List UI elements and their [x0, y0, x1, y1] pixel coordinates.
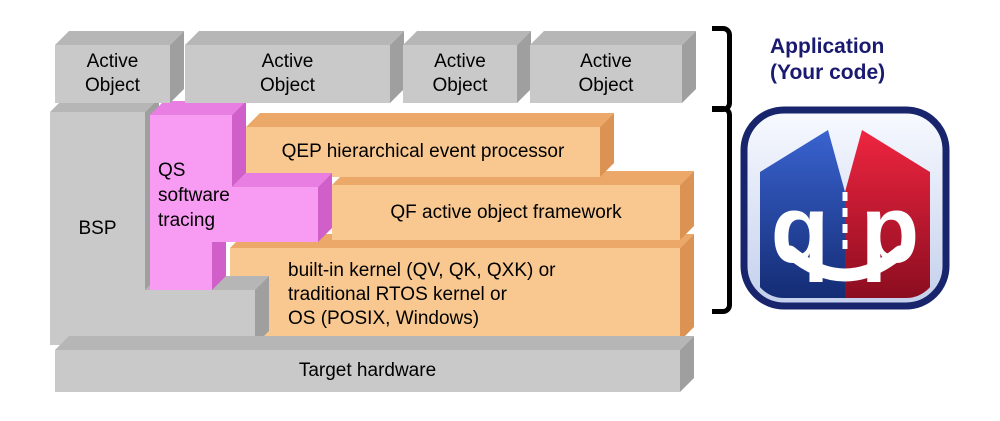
- target-hardware-label: Target hardware: [55, 350, 680, 392]
- application-label: Application (Your code): [770, 35, 886, 84]
- logo-book-left: [760, 130, 845, 298]
- logo-letter-q: q: [771, 176, 830, 283]
- active-object-label-4: Active Object: [530, 45, 682, 103]
- qs-step-bottom: [150, 242, 212, 290]
- logo-book-right: [845, 130, 930, 298]
- active-object-box-3: Active Object: [403, 45, 517, 103]
- active-object-label-1: Active Object: [55, 45, 170, 103]
- kernel-box: built-in kernel (QV, QK, QXK) or traditi…: [230, 248, 680, 341]
- active-object-box-4: Active Object: [530, 45, 682, 103]
- bsp-box: BSP: [50, 112, 145, 345]
- framework-bracket: [712, 106, 732, 314]
- logo-smile: [783, 245, 907, 282]
- qp-logo-svg: q p: [740, 106, 950, 310]
- active-object-box-2: Active Object: [185, 45, 390, 103]
- qs-step-top: [150, 115, 232, 187]
- active-object-box-1: Active Object: [55, 45, 170, 103]
- qs-step-bottom-face: [150, 242, 212, 290]
- application-bracket: [712, 26, 732, 112]
- qf-box: QF active object framework: [332, 185, 680, 240]
- qep-label: QEP hierarchical event processor: [246, 127, 600, 177]
- qs-step-top-face: [150, 115, 232, 187]
- qp-logo: q p: [740, 106, 950, 310]
- active-object-label-2: Active Object: [185, 45, 390, 103]
- qs-step-middle-face: [150, 187, 318, 242]
- kernel-label: built-in kernel (QV, QK, QXK) or traditi…: [230, 248, 680, 341]
- target-hardware-box: Target hardware: [55, 350, 680, 392]
- qs-label: QS software tracing: [158, 160, 230, 231]
- qs-step-middle: [150, 173, 332, 242]
- bsp-label: BSP: [50, 112, 145, 345]
- qf-label: QF active object framework: [332, 185, 680, 240]
- active-object-label-3: Active Object: [403, 45, 517, 103]
- qep-box: QEP hierarchical event processor: [246, 127, 600, 177]
- logo-letter-p: p: [861, 176, 920, 283]
